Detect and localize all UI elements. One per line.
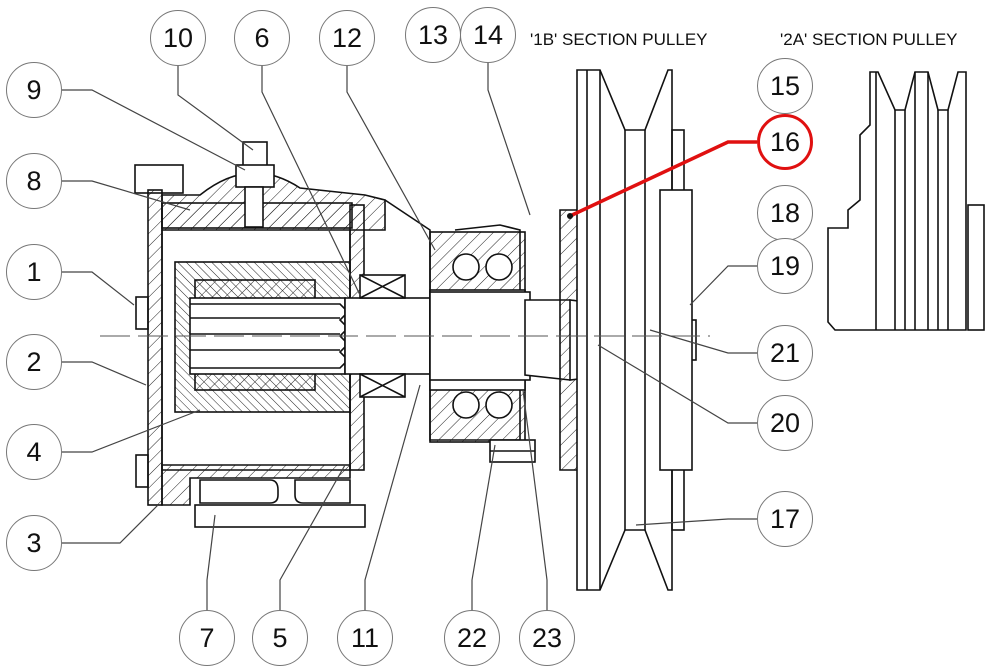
callout-5[interactable]: 5 [252, 610, 308, 666]
title-2a-pulley: '2A' SECTION PULLEY [780, 30, 958, 49]
callout-4[interactable]: 4 [6, 424, 62, 480]
pulley-2a [827, 71, 985, 331]
callout-13[interactable]: 13 [405, 7, 461, 63]
leader-lines [62, 62, 757, 613]
foot [194, 504, 366, 528]
callout-2[interactable]: 2 [6, 334, 62, 390]
callout-18[interactable]: 18 [757, 185, 813, 241]
callout-20[interactable]: 20 [757, 395, 813, 451]
callout-12[interactable]: 12 [319, 10, 375, 66]
callout-11[interactable]: 11 [337, 610, 393, 666]
callout-8[interactable]: 8 [6, 153, 62, 209]
title-1b-pulley: '1B' SECTION PULLEY [530, 30, 708, 49]
callout-7[interactable]: 7 [179, 610, 235, 666]
callout-23[interactable]: 23 [519, 610, 575, 666]
callout-14[interactable]: 14 [460, 7, 516, 63]
callout-22[interactable]: 22 [444, 610, 500, 666]
callout-10[interactable]: 10 [150, 10, 206, 66]
callout-6[interactable]: 6 [234, 10, 290, 66]
cover-bolt-top [135, 296, 149, 330]
cover-plate [147, 189, 163, 506]
pulley-1b [576, 69, 693, 591]
callout-17[interactable]: 17 [757, 491, 813, 547]
callout-3[interactable]: 3 [6, 515, 62, 571]
callout-15[interactable]: 15 [757, 58, 813, 114]
callout-16-highlighted[interactable]: 16 [757, 114, 813, 170]
top-boss [134, 164, 184, 194]
callout-19[interactable]: 19 [757, 238, 813, 294]
pump-body [134, 69, 985, 591]
callout-9[interactable]: 9 [6, 62, 62, 118]
highlight-leader [569, 140, 757, 218]
callout-21[interactable]: 21 [757, 325, 813, 381]
bearing-ball [452, 253, 480, 281]
callout-1[interactable]: 1 [6, 244, 62, 300]
cover-bolt-bottom [135, 454, 149, 488]
